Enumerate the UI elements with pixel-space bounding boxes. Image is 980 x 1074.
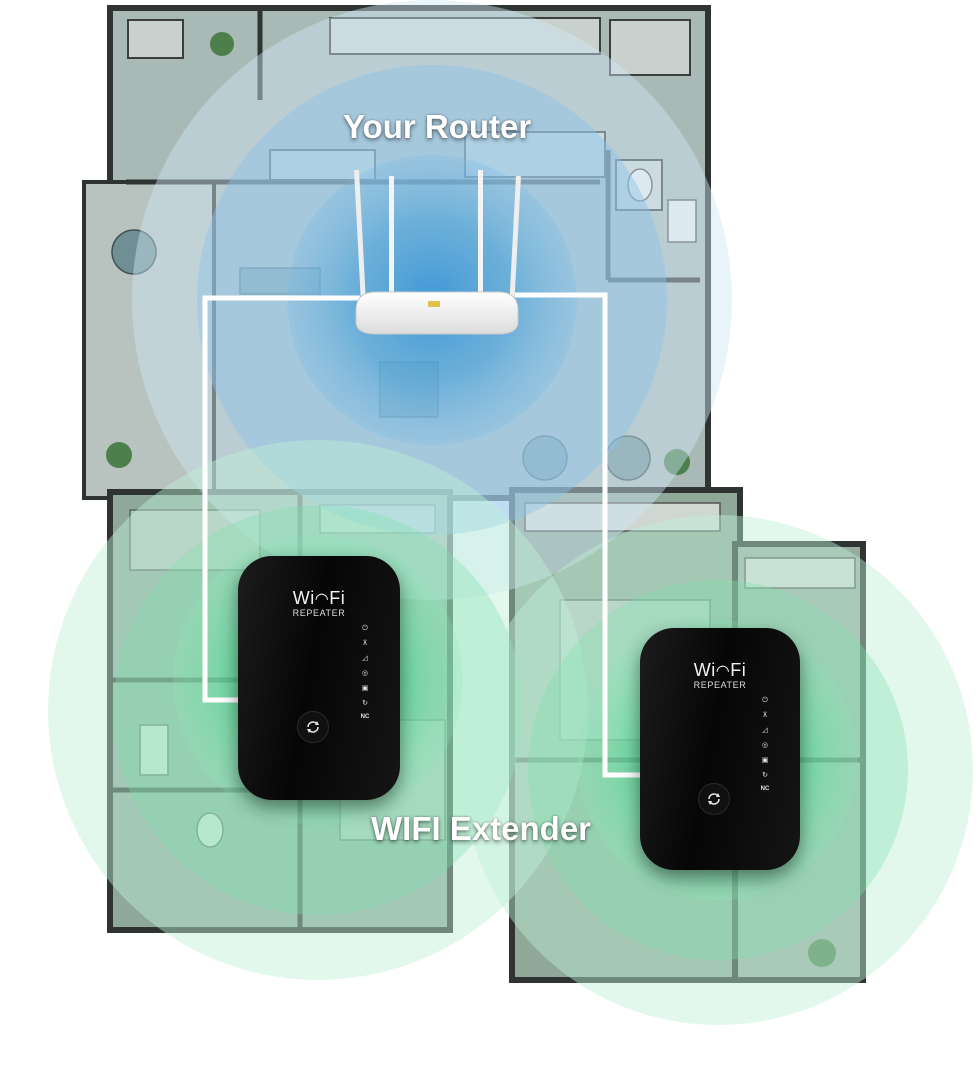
indicator-lights: ⏻ ⊼ ◿ ◎ ▣ ↻ NC bbox=[358, 624, 372, 720]
router-icon: ⊼ bbox=[362, 640, 368, 647]
model-label: REPEATER bbox=[292, 608, 346, 618]
wifi-extender-right: Wi◠Fi REPEATER ⏻ ⊼ ◿ ◎ ▣ ↻ NC bbox=[640, 628, 800, 870]
wps-button[interactable] bbox=[297, 711, 329, 743]
signal-icon: ◿ bbox=[362, 655, 368, 662]
wps-icon: ↻ bbox=[362, 700, 368, 707]
extender-label: WIFI Extender bbox=[371, 810, 592, 847]
power-icon: ⏻ bbox=[362, 625, 368, 632]
connection-lines bbox=[202, 292, 642, 778]
wps-icon: ↻ bbox=[762, 772, 768, 779]
wifi-logo: Wi◠Fi bbox=[640, 660, 800, 681]
wifi-icon: ◠ bbox=[715, 663, 731, 680]
wps-button[interactable] bbox=[698, 783, 730, 815]
router-device bbox=[354, 169, 521, 335]
brand-right: Fi bbox=[329, 588, 346, 608]
router-to-right-extender-line bbox=[515, 292, 642, 778]
brand-right: Fi bbox=[730, 660, 747, 680]
wifi-icon: ◠ bbox=[314, 591, 330, 608]
wps-text: NC bbox=[760, 786, 770, 792]
wifi-logo: Wi◠Fi bbox=[238, 588, 400, 609]
brand-left: Wi bbox=[292, 588, 315, 608]
lan-icon: ▣ bbox=[761, 757, 769, 764]
router-to-left-extender-line bbox=[202, 295, 360, 703]
settings-icon: ◎ bbox=[761, 742, 769, 749]
power-icon: ⏻ bbox=[762, 697, 768, 704]
wifi-extender-left: Wi◠Fi REPEATER ⏻ ⊼ ◿ ◎ ▣ ↻ NC bbox=[238, 556, 400, 800]
indicator-lights: ⏻ ⊼ ◿ ◎ ▣ ↻ NC bbox=[758, 696, 772, 792]
lan-icon: ▣ bbox=[361, 685, 369, 692]
wps-button-icon bbox=[307, 721, 319, 733]
router-label: Your Router bbox=[343, 108, 532, 145]
wps-text: NC bbox=[360, 714, 370, 720]
router-icon: ⊼ bbox=[762, 712, 768, 719]
brand-left: Wi bbox=[693, 660, 716, 680]
signal-icon: ◿ bbox=[762, 727, 768, 734]
settings-icon: ◎ bbox=[361, 670, 369, 677]
model-label: REPEATER bbox=[693, 680, 747, 690]
wps-button-icon bbox=[708, 793, 720, 805]
